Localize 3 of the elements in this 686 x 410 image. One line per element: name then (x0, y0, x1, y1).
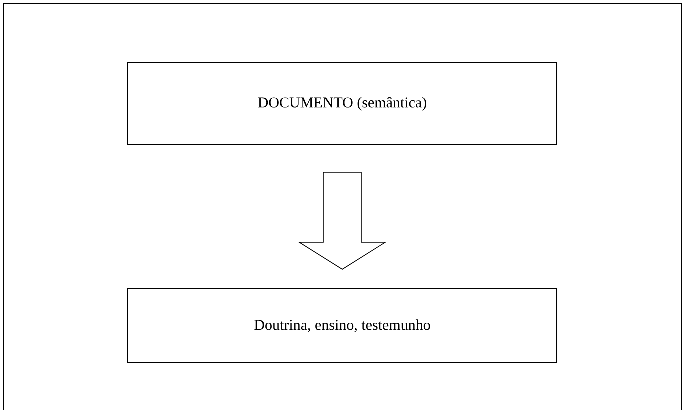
text-box: Doutrina, ensino, testemunho (128, 288, 558, 364)
block-arrow (298, 172, 387, 270)
text-box: DOCUMENTO (semântica) (128, 62, 558, 146)
